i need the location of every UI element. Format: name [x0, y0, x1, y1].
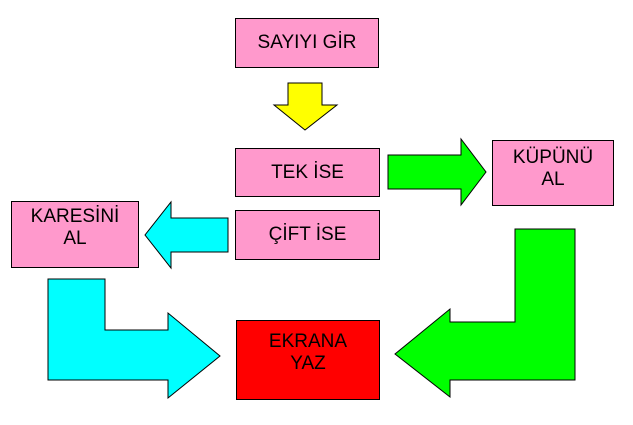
box-print-to-screen: EKRANA YAZ [236, 320, 380, 400]
box-if-odd: TEK İSE [235, 148, 380, 197]
box-take-square: KARESİNİ AL [11, 201, 139, 268]
arrow-right-green [387, 137, 487, 207]
arrow-l-cyan [47, 278, 221, 400]
arrow-l-green [394, 228, 576, 399]
box-take-cube: KÜPÜNÜ AL [492, 140, 614, 206]
box-if-even: ÇİFT İSE [235, 210, 380, 260]
arrow-left-cyan [144, 200, 229, 270]
box-input-number: SAYIYI GİR [235, 18, 379, 68]
arrow-down-yellow [272, 82, 339, 131]
